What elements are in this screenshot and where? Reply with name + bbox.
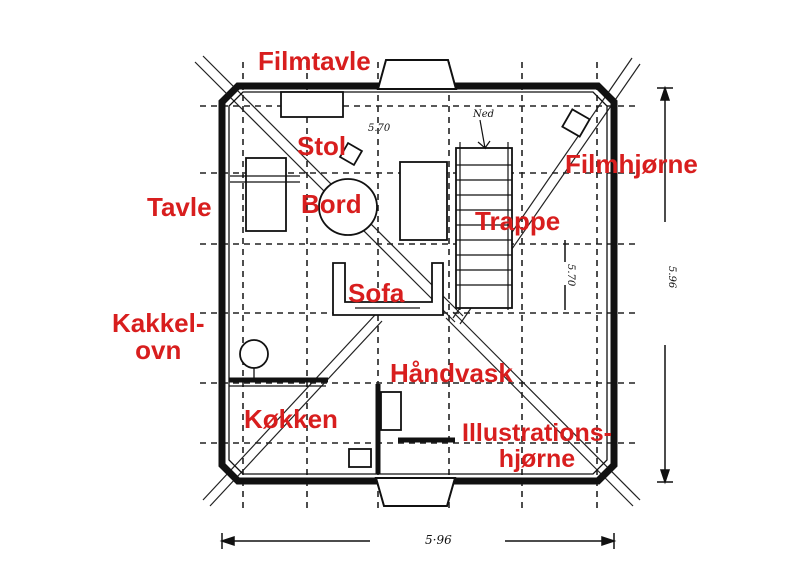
top-bay — [376, 59, 458, 90]
stair-down-annotation: Ned — [473, 109, 495, 120]
stair-treads — [456, 119, 512, 310]
outer-width-annotation: 5·96 — [425, 533, 452, 547]
inner-width-annotation: 5.70 — [368, 123, 391, 134]
label-kokken: Køkken — [244, 404, 338, 434]
label-illustrationshjorne-line1: Illustrations- — [462, 419, 613, 447]
label-tavle: Tavle — [147, 192, 212, 222]
partition-walls — [229, 377, 455, 474]
label-kakkelovn-line1: Kakkel- — [112, 308, 205, 338]
label-handvask: Håndvask — [390, 358, 513, 388]
dimension-lines — [219, 85, 673, 549]
label-filmtavle: Filmtavle — [258, 46, 371, 76]
label-bord: Bord — [301, 189, 362, 219]
inner-height-annotation: 5.70 — [565, 264, 576, 287]
label-illustrationshjorne-line2: hjørne — [498, 444, 576, 473]
label-kakkelovn: Kakkel- ovn — [112, 310, 205, 363]
outer-walls — [218, 82, 618, 485]
inner-wall-line — [228, 91, 608, 475]
label-illustrationshjorne: Illustrations- hjørne — [462, 419, 613, 473]
furniture — [239, 91, 591, 468]
small-lines — [229, 175, 420, 387]
label-sofa: Sofa — [348, 278, 405, 308]
label-stol: Stol — [297, 131, 347, 161]
label-filmhjorne: Filmhjørne — [565, 149, 698, 179]
label-trappe: Trappe — [475, 206, 561, 236]
label-kakkelovn-line2: ovn — [135, 334, 182, 365]
outer-height-annotation: 5.96 — [666, 266, 677, 289]
bottom-bay — [374, 477, 457, 507]
